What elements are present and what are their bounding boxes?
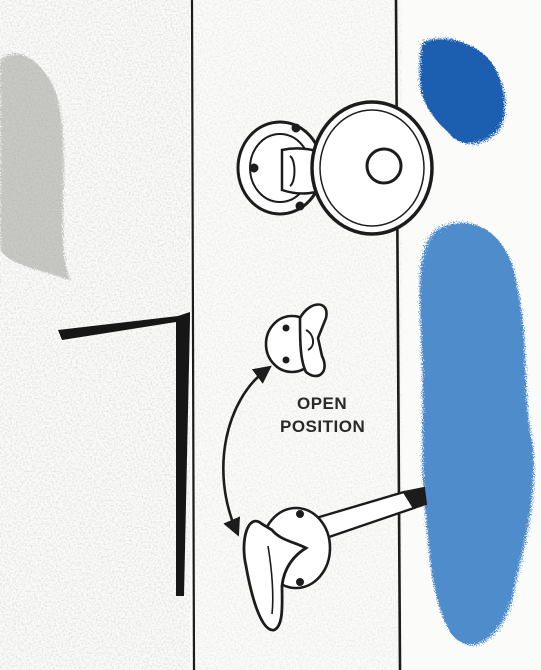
- blue-swatch-top: [420, 39, 505, 144]
- label-position: POSITION: [280, 417, 365, 436]
- label-open: OPEN: [297, 394, 347, 413]
- blue-swatch-bottom: [420, 223, 534, 645]
